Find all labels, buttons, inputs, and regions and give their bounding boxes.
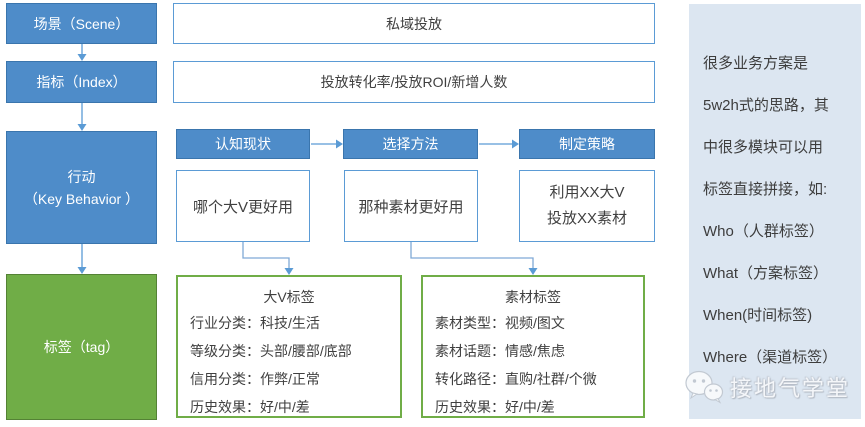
tag-list-item: 历史效果：好/中/差: [190, 399, 310, 415]
tag-list-title: 大V标签: [263, 289, 315, 305]
arrow-step1-to-step2: [311, 139, 343, 149]
side-note-panel: 很多业务方案是 5w2h式的思路，其 中很多模块可以用 标签直接拼接，如: Wh…: [689, 4, 861, 419]
connector-detail1-to-tagbox1: [242, 242, 294, 275]
step-detail-text-line2: 投放XX素材: [546, 210, 627, 227]
wechat-icon: [684, 369, 724, 405]
bigv-tag-list-box: 大V标签 行业分类：科技/生活 等级分类：头部/腰部/底部 信用分类：作弊/正常…: [176, 275, 402, 418]
step-header-strategy: 制定策略: [519, 129, 655, 159]
arrow-behavior-to-tag: [77, 244, 87, 274]
step-detail-3: 利用XX大V 投放XX素材: [519, 170, 655, 242]
scene-box: 场景（Scene）: [6, 3, 157, 44]
tag-list-item: 行业分类：科技/生活: [190, 315, 320, 331]
side-note-line: 很多业务方案是: [703, 54, 809, 72]
side-note-line: Who（人群标签）: [703, 222, 824, 240]
step-header-recognize: 认知现状: [176, 129, 310, 159]
index-box: 指标（Index）: [6, 61, 157, 103]
side-note-line: What（方案标签）: [703, 264, 829, 282]
side-note-line: Where（渠道标签）: [703, 348, 838, 366]
scene-label: 场景（Scene）: [33, 15, 130, 32]
tag-list-item: 信用分类：作弊/正常: [190, 371, 320, 387]
arrow-scene-to-index: [77, 44, 87, 61]
step-detail-text: 哪个大V更好用: [192, 198, 293, 216]
side-note-line: 标签直接拼接，如:: [703, 180, 828, 198]
step-header-select: 选择方法: [343, 129, 478, 159]
scene-value-box: 私域投放: [173, 3, 655, 44]
step-detail-text: 那种素材更好用: [358, 198, 464, 216]
step-detail-2: 那种素材更好用: [344, 170, 478, 242]
arrow-index-to-behavior: [77, 103, 87, 131]
watermark: 接地气学堂: [684, 364, 862, 410]
tag-list-item: 转化路径：直购/社群/个微: [435, 371, 597, 387]
step-detail-1: 哪个大V更好用: [176, 170, 310, 242]
step-header-label: 选择方法: [382, 136, 439, 152]
arrow-step2-to-step3: [479, 139, 519, 149]
step-header-label: 制定策略: [559, 136, 615, 152]
scene-value: 私域投放: [386, 15, 442, 32]
tag-list-item: 历史效果：好/中/差: [435, 399, 555, 415]
tag-label: 标签（tag）: [43, 339, 120, 355]
tag-list-item: 素材话题：情感/焦虑: [435, 343, 565, 359]
step-header-label: 认知现状: [215, 136, 271, 152]
behavior-label-line1: 行动: [67, 168, 96, 185]
index-label: 指标（Index）: [36, 74, 127, 90]
side-note-line: 中很多模块可以用: [703, 138, 824, 156]
connector-detail2-to-tagbox2: [410, 242, 538, 275]
behavior-label-line2: （Key Behavior ）: [23, 190, 140, 207]
index-value-box: 投放转化率/投放ROI/新增人数: [173, 61, 655, 103]
tag-list-item: 等级分类：头部/腰部/底部: [190, 343, 352, 359]
tag-list-item: 素材类型：视频/图文: [435, 315, 565, 331]
behavior-box: 行动 （Key Behavior ）: [6, 131, 157, 244]
material-tag-list-box: 素材标签 素材类型：视频/图文 素材话题：情感/焦虑 转化路径：直购/社群/个微…: [421, 275, 645, 418]
watermark-label: 接地气学堂: [730, 376, 851, 401]
tag-list-title: 素材标签: [505, 289, 561, 305]
side-note-line: When(时间标签): [703, 306, 813, 324]
index-value: 投放转化率/投放ROI/新增人数: [320, 74, 508, 90]
side-note-line: 5w2h式的思路，其: [703, 96, 829, 114]
tag-box: 标签（tag）: [6, 274, 157, 420]
step-detail-text-line1: 利用XX大V: [549, 184, 625, 201]
